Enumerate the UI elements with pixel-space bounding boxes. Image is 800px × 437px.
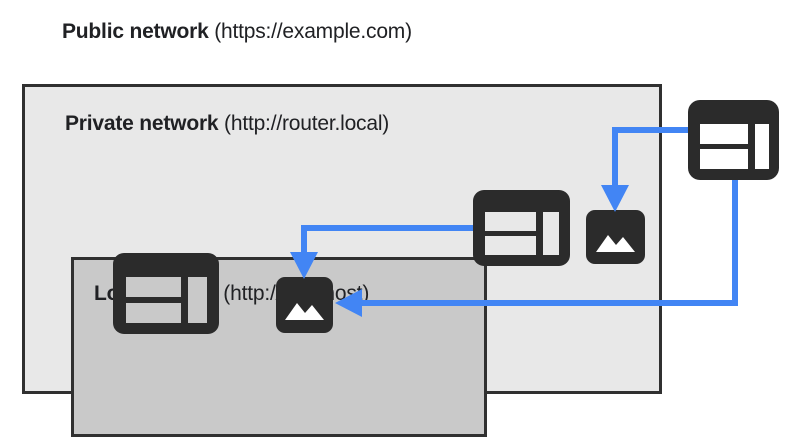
private-network-url: (http://router.local) bbox=[218, 112, 390, 135]
local-resource-node[interactable] bbox=[276, 277, 333, 333]
public-network-name: Public network bbox=[62, 20, 209, 43]
browser-window-icon bbox=[688, 100, 779, 180]
image-resource-icon bbox=[586, 210, 645, 264]
browser-window-icon bbox=[113, 253, 219, 334]
public-network-url: (https://example.com) bbox=[208, 20, 412, 43]
private-browser-node[interactable] bbox=[473, 190, 570, 266]
local-browser-node[interactable] bbox=[113, 253, 219, 334]
private-network-label: Private network (http://router.local) bbox=[65, 112, 389, 136]
browser-window-icon bbox=[473, 190, 570, 266]
diagram-canvas: Public network (https://example.com) Pri… bbox=[22, 20, 779, 437]
image-resource-icon bbox=[276, 277, 333, 333]
public-browser-node[interactable] bbox=[688, 100, 779, 180]
private-network-name: Private network bbox=[65, 112, 219, 135]
private-resource-node[interactable] bbox=[586, 210, 645, 264]
public-network-label: Public network (https://example.com) bbox=[62, 20, 412, 44]
